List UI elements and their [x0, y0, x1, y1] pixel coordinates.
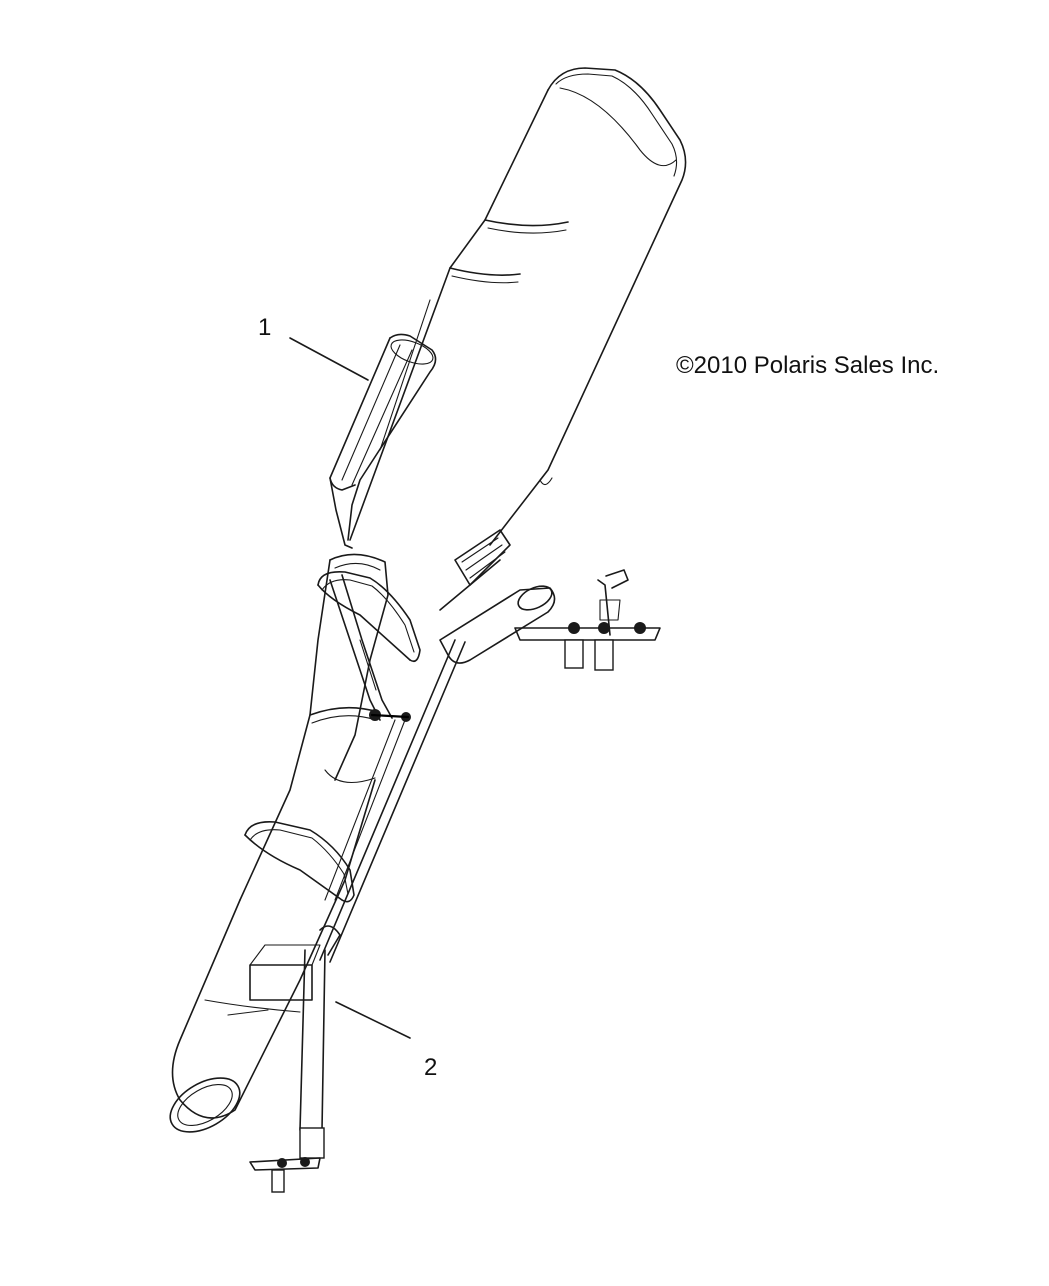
callout-label-2: 2: [424, 1054, 438, 1081]
clamp-upper: [317, 570, 421, 663]
callout-2-leader: [335, 1001, 411, 1039]
support-strap: [329, 574, 411, 722]
rod-assembly: [319, 639, 466, 963]
muffler-middle-section: [239, 553, 389, 901]
copyright-notice: ©2010 Polaris Sales Inc.: [676, 352, 940, 379]
lower-hanger-bracket: [249, 925, 341, 1193]
callout-label-1: 1: [258, 314, 272, 341]
heat-shield: [329, 333, 437, 549]
muffler-lower-body: [169, 779, 376, 1133]
muffler-upper-body: [349, 67, 687, 546]
callout-1-leader: [289, 337, 369, 381]
clamp-lower: [244, 820, 355, 903]
flange-bracket-right: [439, 529, 661, 671]
